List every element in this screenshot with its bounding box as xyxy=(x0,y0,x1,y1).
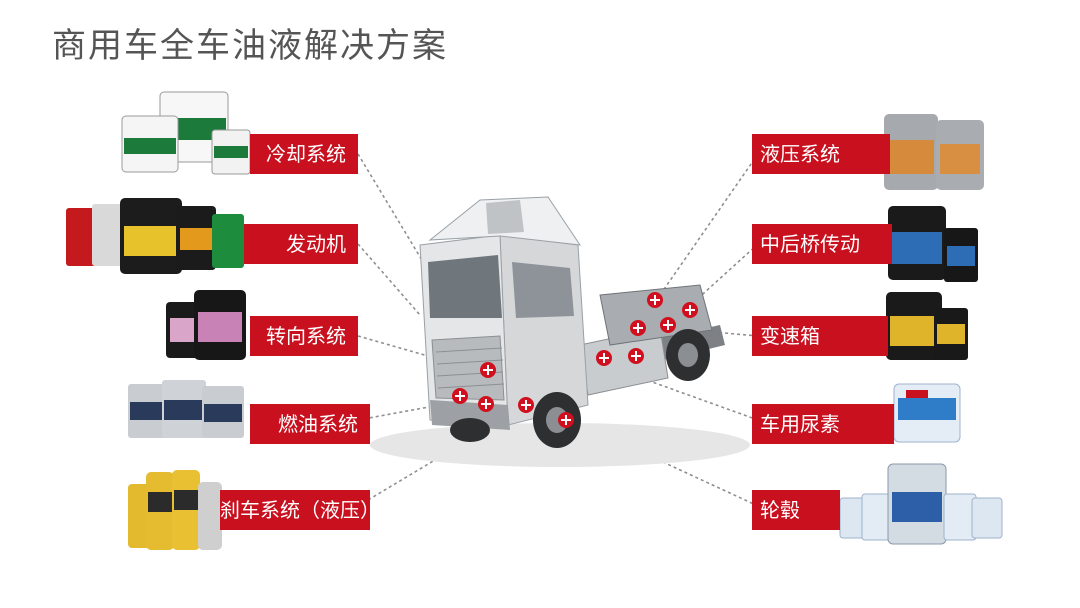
page-title: 商用车全车油液解决方案 xyxy=(52,26,448,66)
label-cooling-system: 冷却系统 xyxy=(250,134,358,174)
engine-oil-products-image xyxy=(66,198,244,274)
label-hydraulic-system: 液压系统 xyxy=(752,134,890,174)
label-brake-system-hydraulic: 刹车系统（液压） xyxy=(220,490,380,530)
label-fuel-system: 燃油系统 xyxy=(250,404,370,444)
hub-grease-products-image xyxy=(839,463,1003,545)
fuel-system-products-image xyxy=(128,380,244,438)
axle-gear-oil-products-image xyxy=(888,206,978,282)
label-steering-system: 转向系统 xyxy=(250,316,358,356)
truck-illustration xyxy=(370,196,750,467)
brake-fluid-products-image xyxy=(128,470,222,550)
hydraulic-oil-products-image xyxy=(884,114,984,190)
urea-products-image xyxy=(893,383,961,443)
coolant-products-image xyxy=(121,91,251,175)
transmission-oil-products-image xyxy=(886,292,968,360)
label-wheel-hub: 轮毂 xyxy=(752,490,840,530)
label-vehicle-urea: 车用尿素 xyxy=(752,404,894,444)
label-gearbox: 变速箱 xyxy=(752,316,888,356)
label-axle-transmission: 中后桥传动 xyxy=(752,224,892,264)
steering-fluid-products-image xyxy=(166,290,246,360)
label-engine: 发动机 xyxy=(244,224,358,264)
